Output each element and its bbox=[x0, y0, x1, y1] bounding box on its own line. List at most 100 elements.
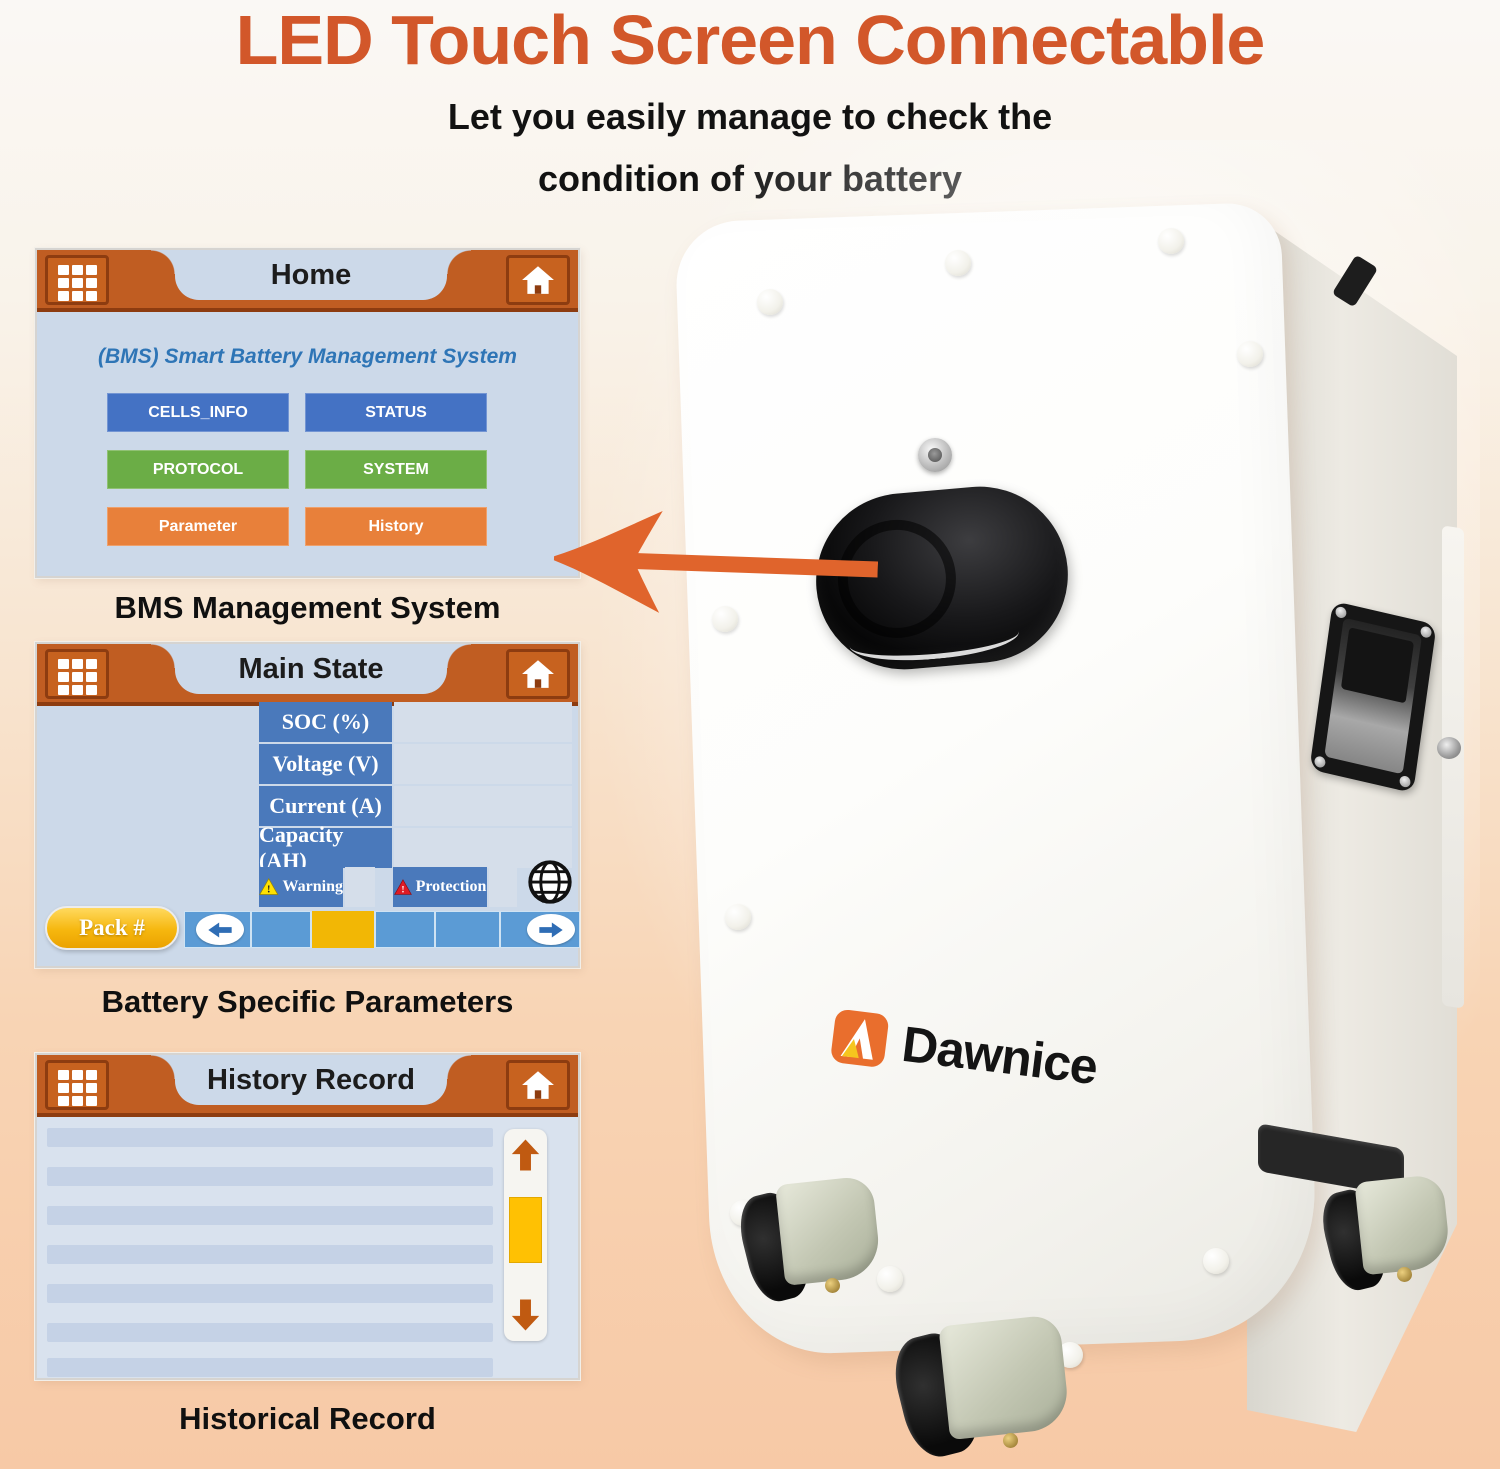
parameter-table: SOC (%) Voltage (V) Current (A) Capacity… bbox=[259, 702, 572, 873]
protection-indicator: ! Protection bbox=[393, 867, 487, 907]
table-row: Voltage (V) bbox=[259, 744, 572, 784]
home-button[interactable] bbox=[506, 1060, 570, 1110]
history-title-tab: History Record bbox=[151, 1055, 471, 1105]
menu-grid-icon bbox=[57, 1070, 97, 1106]
warning-label: Warning bbox=[282, 878, 343, 895]
svg-text:!: ! bbox=[401, 884, 404, 895]
lock-keyhole bbox=[918, 438, 952, 472]
menu-grid-button[interactable] bbox=[45, 649, 109, 699]
language-globe-button[interactable] bbox=[527, 859, 573, 905]
dawnice-logo: Dawnice bbox=[825, 1004, 1100, 1098]
wheel-bracket bbox=[1354, 1173, 1452, 1276]
battery-product-photo: Dawnice bbox=[652, 192, 1472, 1469]
history-row bbox=[47, 1358, 493, 1377]
screw-dome bbox=[712, 606, 738, 632]
svg-text:!: ! bbox=[267, 884, 271, 895]
screenshot-home: Home (BMS) Smart Battery Management Syst… bbox=[35, 248, 580, 578]
bms-heading: (BMS) Smart Battery Management System bbox=[98, 345, 517, 368]
history-row bbox=[47, 1245, 493, 1264]
menu-grid-icon bbox=[57, 659, 97, 695]
home-title-tab: Home bbox=[151, 250, 471, 300]
handle-screw bbox=[1334, 605, 1348, 620]
menu-grid-button[interactable] bbox=[45, 255, 109, 305]
protection-icon: ! bbox=[393, 878, 412, 895]
warning-icon: ! bbox=[259, 878, 279, 895]
protocol-button[interactable]: PROTOCOL bbox=[107, 450, 289, 489]
scroll-down-icon[interactable] bbox=[510, 1297, 541, 1333]
caster-wheel bbox=[1315, 1173, 1452, 1295]
voltage-label: Voltage (V) bbox=[259, 744, 392, 784]
caption-history: Historical Record bbox=[179, 1401, 436, 1436]
next-pack-button[interactable] bbox=[527, 914, 575, 945]
history-row bbox=[47, 1284, 493, 1303]
screw-dome bbox=[945, 250, 971, 276]
home-button[interactable] bbox=[506, 649, 570, 699]
history-row bbox=[47, 1128, 493, 1147]
current-value bbox=[394, 786, 572, 826]
history-scrollbar[interactable] bbox=[504, 1129, 547, 1341]
dawnice-logo-icon bbox=[831, 1009, 889, 1067]
pointer-arrow bbox=[553, 510, 879, 613]
wheel-bolt bbox=[1002, 1432, 1018, 1448]
warning-indicator: ! Warning bbox=[259, 867, 343, 907]
main-state-header: Main State bbox=[37, 644, 578, 706]
wheel-bolt bbox=[824, 1278, 840, 1294]
wheel-bracket bbox=[775, 1175, 883, 1286]
caption-bms: BMS Management System bbox=[114, 590, 501, 625]
nav-separator bbox=[374, 911, 376, 948]
voltage-value bbox=[394, 744, 572, 784]
scrollbar-thumb[interactable] bbox=[509, 1197, 542, 1263]
nav-selected-segment[interactable] bbox=[310, 911, 374, 948]
capacity-value bbox=[394, 828, 572, 868]
handle-screw bbox=[1398, 774, 1412, 789]
caster-wheel bbox=[732, 1175, 883, 1307]
history-header: History Record bbox=[37, 1055, 578, 1117]
screw-dome bbox=[725, 904, 751, 930]
page-title: LED Touch Screen Connectable bbox=[235, 1, 1266, 79]
pack-nav-bar bbox=[184, 911, 580, 948]
alert-spacer bbox=[489, 867, 517, 907]
home-button[interactable] bbox=[506, 255, 570, 305]
screenshot-main-state: Main State SOC (%) Voltage (V) Current (… bbox=[35, 642, 580, 968]
screw-dome bbox=[1203, 1248, 1229, 1274]
home-icon bbox=[522, 1071, 554, 1099]
battery-side-rail bbox=[1442, 525, 1464, 1009]
nav-separator bbox=[499, 911, 501, 948]
wheel-bracket bbox=[938, 1313, 1071, 1440]
main-state-title-tab: Main State bbox=[151, 644, 471, 694]
nav-separator bbox=[310, 911, 312, 948]
handle-screw bbox=[1313, 755, 1327, 769]
screenshot-history: History Record bbox=[35, 1053, 580, 1380]
prev-pack-button[interactable] bbox=[196, 914, 244, 945]
table-row: SOC (%) bbox=[259, 702, 572, 742]
alert-spacer bbox=[345, 867, 375, 907]
home-icon bbox=[522, 266, 554, 294]
alert-row: ! Warning ! Protection bbox=[259, 867, 517, 907]
screw-dome bbox=[877, 1266, 903, 1292]
wheel-bolt bbox=[1397, 1267, 1413, 1283]
history-row bbox=[47, 1167, 493, 1186]
soc-value bbox=[394, 702, 572, 742]
capacity-label: Capacity (AH) bbox=[259, 822, 392, 873]
scroll-up-icon[interactable] bbox=[510, 1137, 541, 1173]
screw-dome bbox=[1237, 341, 1263, 367]
caption-parameters: Battery Specific Parameters bbox=[101, 984, 514, 1019]
parameter-button[interactable]: Parameter bbox=[107, 507, 289, 546]
history-button[interactable]: History bbox=[305, 507, 487, 546]
home-header: Home bbox=[37, 250, 578, 312]
table-row: Capacity (AH) bbox=[259, 822, 572, 873]
menu-grid-button[interactable] bbox=[45, 1060, 109, 1110]
cells-info-button[interactable]: CELLS_INFO bbox=[107, 393, 289, 432]
pack-number-button[interactable]: Pack # bbox=[45, 906, 179, 950]
side-knob bbox=[1437, 737, 1461, 759]
history-row bbox=[47, 1323, 493, 1342]
system-button[interactable]: SYSTEM bbox=[305, 450, 487, 489]
protection-label: Protection bbox=[415, 878, 487, 895]
status-button[interactable]: STATUS bbox=[305, 393, 487, 432]
screw-dome bbox=[757, 289, 783, 315]
menu-grid-icon bbox=[57, 265, 97, 301]
left-arrow-icon bbox=[208, 922, 232, 937]
screw-dome bbox=[1158, 228, 1184, 254]
table-row: Current (A) bbox=[259, 786, 572, 826]
